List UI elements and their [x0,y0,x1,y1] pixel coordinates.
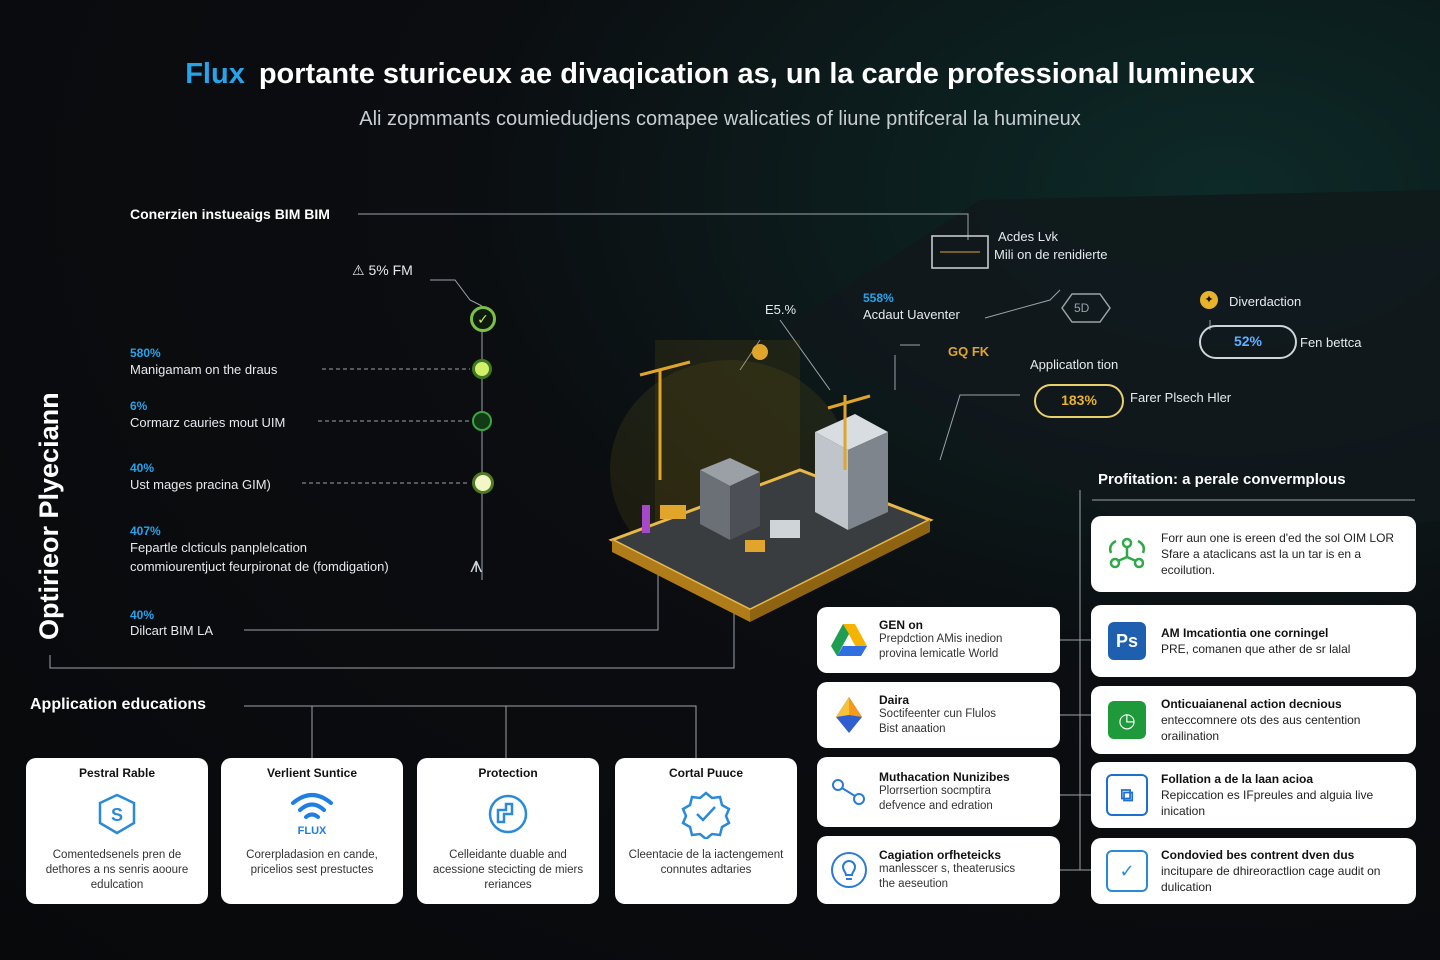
middle-card-1-title: GEN on [879,618,923,632]
right-card-3-title: Onticuaianenal action decnious [1161,697,1342,711]
right-card-3-body: enteccomnere ots des aus centention orai… [1161,713,1361,743]
item-5-pct: 40% [130,608,155,622]
middle-card-4-body: manlesscer s, theaterusics [879,863,1016,875]
right-card-5[interactable]: ✓ Condovied bes contrent dven dus incitup… [1091,838,1416,904]
callout-3-label: Applicatlon tion [1030,357,1119,372]
right-card-2-title: AM Imcationtia one corningel [1161,626,1329,640]
top-node-label: ⚠ 5% FM [352,262,413,278]
app-card-4-body: Cleentacie de la iactengement connutes a… [628,849,784,876]
item-4-label-2: commiourentjuct feurpironat de (fomdigat… [130,559,389,574]
item-2-label: Cormarz cauries mout UIM [130,415,286,430]
check-node-icon: ✓ [470,306,496,332]
left-heading: Conerzien instueaigs BIM BIM [130,206,330,222]
middle-card-1-body: Prepdction AMis inedion [879,633,1003,645]
right-card-5-title: Condovied bes contrent dven dus [1161,848,1355,862]
middle-card-4-title: Cagiation orfheteicks [879,848,1002,862]
wifi-icon [291,793,333,819]
puzzle-icon [425,786,591,842]
app-card-4[interactable]: Cortal Puuce Cleentacie de la iactengeme… [615,758,797,904]
nodes-icon [827,777,871,807]
right-card-3[interactable]: ◷ Onticuaianenal action decnious enteccom… [1091,686,1416,754]
item-1-pct: 580% [130,346,161,360]
item-4-label: Fepartle clcticuls panplelcation [130,540,308,555]
check-icon: ✓ [1106,850,1148,892]
ps-icon: Ps [1108,622,1146,660]
verified-icon [623,786,789,842]
diver-label: Diverdaction [1229,294,1302,309]
diamond-icon [827,695,871,735]
middle-card-3-title: Muthacation Nunizibes [879,770,1010,784]
app-card-1-body: Comentedsenels pren de dethores a ns sen… [45,849,189,891]
right-heading: Profitation: a perale convermplous [1098,471,1346,488]
top-card-label-2: Mili on de renidierte [994,247,1108,262]
app-card-1-title: Pestral Rable [78,766,156,780]
right-card-4-body: Repiccation es IFpreules and alguia live… [1161,788,1374,818]
middle-card-2-body-2: Bist anaation [879,723,946,735]
diver-dot-icon: ✦ [1200,291,1218,309]
right-card-1[interactable]: Forr aun one is ereen d'ed the sol OIM L… [1091,516,1416,592]
app-card-1[interactable]: Pestral Rable S Comentedsenels pren de d… [26,758,208,904]
callout-2-label: GQ FK [948,344,990,359]
app-card-4-title: Cortal Puuce [668,766,743,780]
item-3-pct: 40% [130,461,155,475]
node-3-icon [472,472,494,494]
svg-text:S: S [111,805,123,825]
brand-name: Flux [185,58,245,90]
top-card-label-1: Acdes Lvk [998,229,1058,244]
callout-1-label: Acdaut Uaventer [863,307,960,322]
title-text: portante sturiceux ae divaqication as, u… [258,58,1255,90]
app-card-2-title: Verlient Suntice [266,766,358,780]
applications-heading: Application educations [30,696,207,713]
bulb-icon [827,850,871,890]
building-model-illustration [608,340,934,622]
app-card-2-body: Corerpladasion en cande, pricelios sest … [246,849,378,876]
pill-2-label: Farer Plsech Hler [1130,390,1232,405]
pill-2: 183% [1034,384,1124,418]
vertical-label: Optirieor Plyeciann [34,392,64,640]
node-1-icon [472,359,492,379]
app-card-3-body: Celleidante duable and acessione stecict… [432,849,584,891]
node-2-icon [472,411,492,431]
app-card-2[interactable]: Verlient Suntice FLUX Corerpladasion en … [221,758,403,904]
tripod-icon: ⩚ [470,552,483,577]
middle-card-4-body-2: the aeseution [879,878,949,890]
page-subtitle: Ali zopmmants coumiedudjens comapee wali… [359,108,1081,130]
middle-card-2-title: Daira [879,693,910,707]
page-title: Flux portante sturiceux ae divaqication a… [0,58,1440,91]
model-label: E5.% [765,302,797,317]
app-card-3[interactable]: Protection Celleidante duable and acessi… [417,758,599,904]
item-2-pct: 6% [130,399,148,413]
pill-1-label: Fen bettca [1300,335,1362,350]
s-badge-icon: S [34,786,200,842]
item-1-label: Manigamam on the draus [130,362,278,377]
middle-card-3-body-2: defvence and edration [879,800,993,812]
hex-label: 5D [1074,301,1090,315]
item-3-label: Ust mages pracina GIM) [130,477,271,492]
drive-icon [827,622,871,658]
right-card-5-body: incitupare de dhireoractlion cage audit … [1161,864,1381,894]
layers-icon: ⧉ [1106,774,1148,816]
item-5-label: Dilcart BIM LA [130,623,214,638]
network-icon [1103,533,1151,575]
callout-1-pct: 558% [863,291,894,305]
app-card-3-title: Protection [478,766,538,780]
right-card-1-body: Forr aun one is ereen d'ed the sol OIM L… [1161,531,1395,577]
item-4-pct: 407% [130,524,161,538]
right-card-2-body: PRE, comanen que ather de sr lalal [1161,642,1351,656]
clock-icon: ◷ [1108,701,1146,739]
middle-card-2-body: Soctifeenter cun Flulos [879,708,996,720]
warning-icon: ⚠ [352,262,365,278]
pill-1: 52% [1199,325,1297,359]
middle-card-3-body: Plorrsertion socmptira [879,785,991,797]
middle-card-1-body-2: provina lemicatle World [879,648,999,660]
wifi-icon-text: FLUX [297,825,327,837]
right-card-4-title: Follation a de la laan acioa [1161,772,1314,786]
